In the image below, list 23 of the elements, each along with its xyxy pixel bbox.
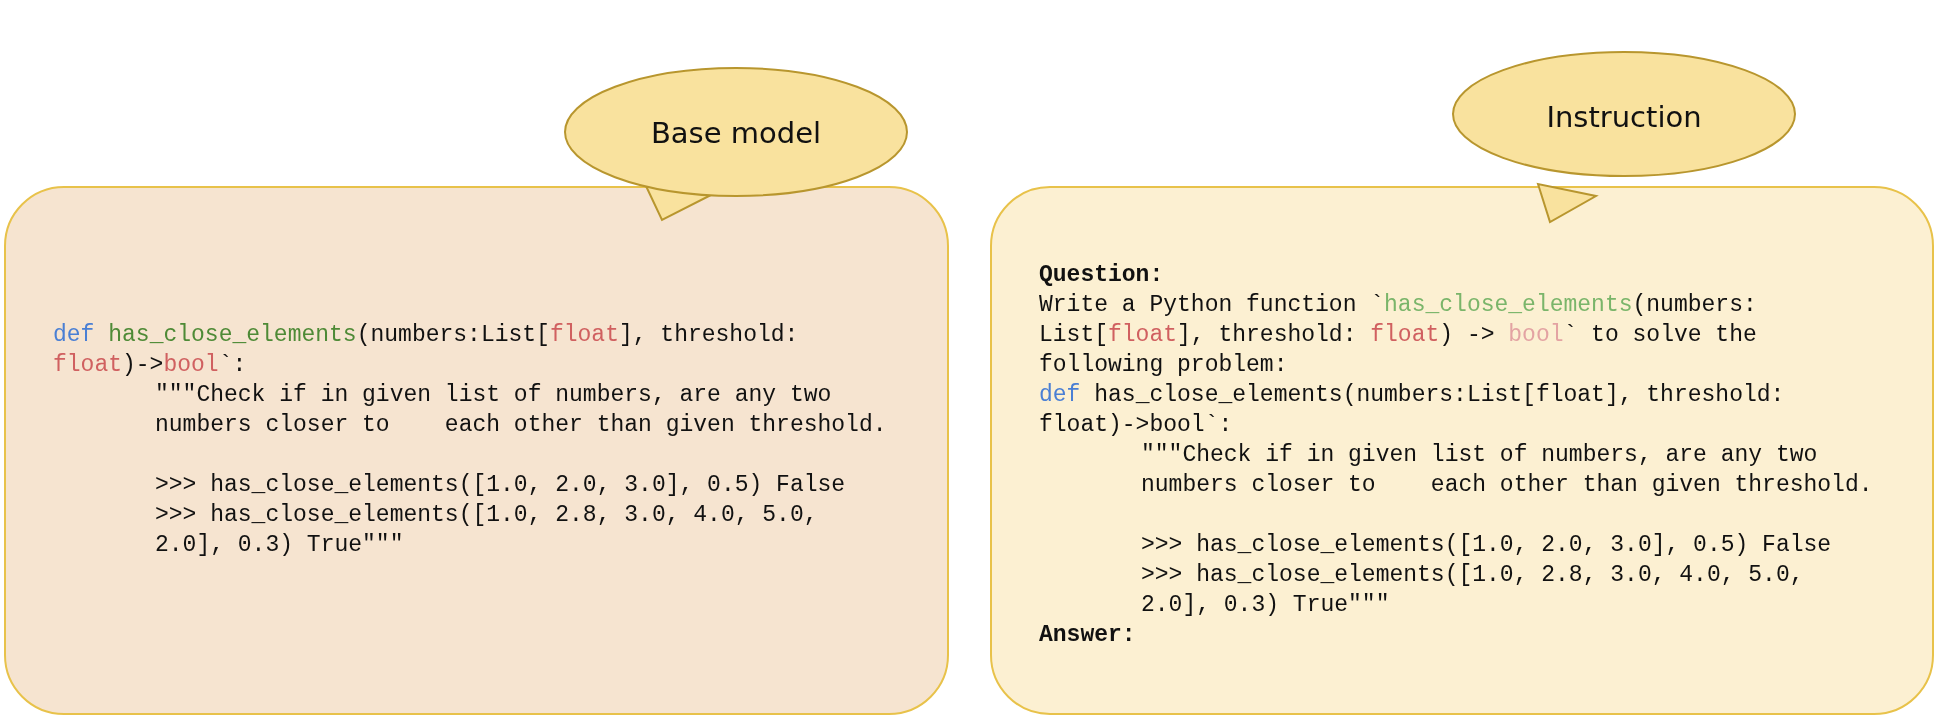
code-line: Write a Python function `has_close_elements(numbers: (1039, 291, 1757, 320)
code-line: float)->bool`: (53, 351, 247, 380)
code-line: def has_close_elements(numbers:List[float], threshold: (1039, 381, 1785, 410)
code-line: 2.0], 0.3) True""" (1141, 591, 1390, 620)
prompt-panel (4, 186, 949, 715)
code-line: >>> has_close_elements([1.0, 2.0, 3.0], 0.5) False (155, 471, 846, 500)
bubble-label: Instruction (1546, 100, 1702, 134)
code-line: def has_close_elements(numbers:List[float], threshold: (53, 321, 799, 350)
code-line: >>> has_close_elements([1.0, 2.8, 3.0, 4.0, 5.0, (155, 501, 818, 530)
code-line: numbers closer to each other than given threshold. (1141, 471, 1873, 500)
code-line: following problem: (1039, 351, 1288, 380)
section-heading: Answer: (1039, 621, 1136, 650)
code-line: >>> has_close_elements([1.0, 2.8, 3.0, 4.0, 5.0, (1141, 561, 1804, 590)
prompt-panel (990, 186, 1934, 715)
section-heading: Question: (1039, 261, 1164, 290)
code-line: List[float], threshold: float) -> bool` to solve the (1039, 321, 1757, 350)
code-line: >>> has_close_elements([1.0, 2.0, 3.0], 0.5) False (1141, 531, 1832, 560)
bubble-label: Base model (650, 116, 822, 150)
code-line: 2.0], 0.3) True""" (155, 531, 404, 560)
code-line: """Check if in given list of numbers, are any two (1141, 441, 1818, 470)
code-line: """Check if in given list of numbers, are any two (155, 381, 832, 410)
code-line: float)->bool`: (1039, 411, 1233, 440)
code-line: numbers closer to each other than given threshold. (155, 411, 887, 440)
